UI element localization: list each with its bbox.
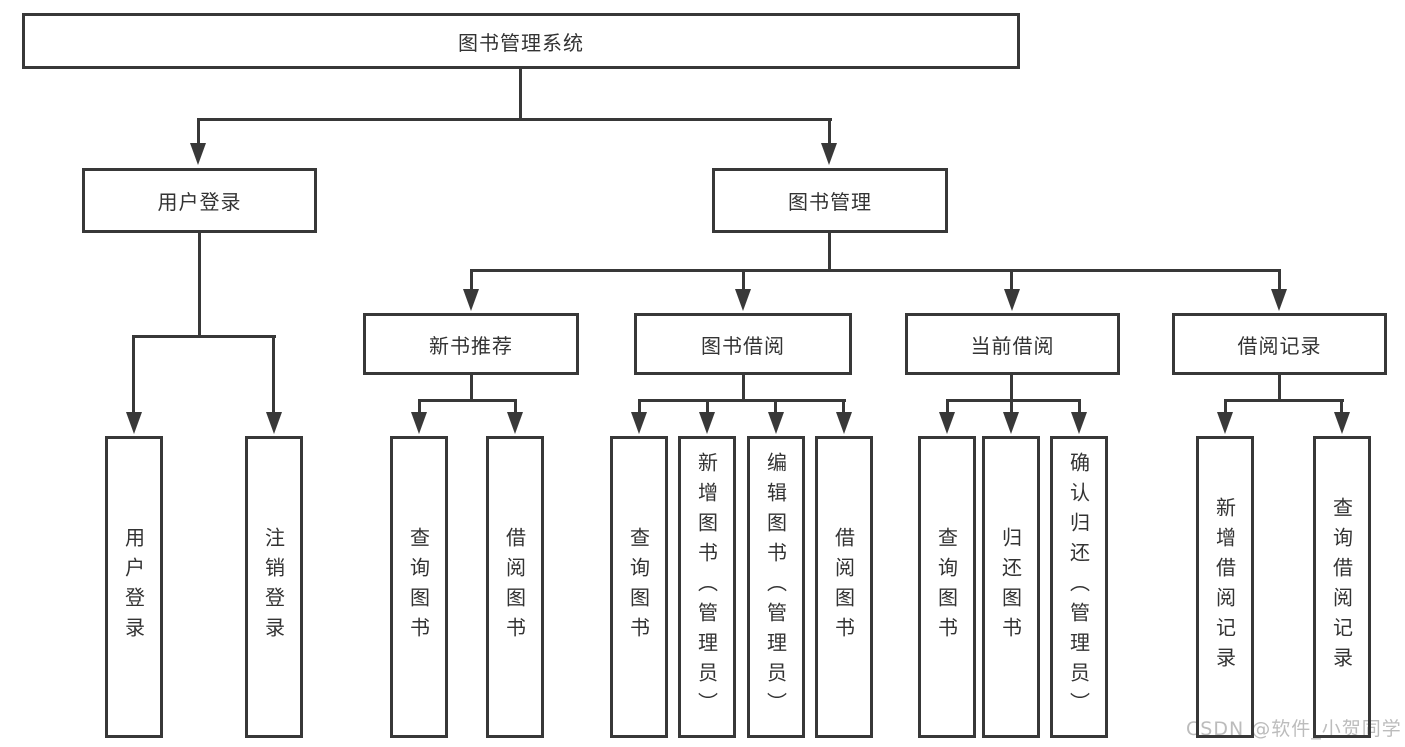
arrow-down-icon [411, 412, 427, 434]
connector-line [418, 399, 517, 402]
arrow-down-icon [1003, 412, 1019, 434]
arrow-down-icon [821, 143, 837, 165]
arrow-down-icon [768, 412, 784, 434]
leaf-add-borrow-record: 新增借阅记录 [1196, 436, 1254, 738]
connector-line [842, 399, 845, 413]
leaf-return-books: 归还图书 [982, 436, 1040, 738]
connector-line [272, 335, 275, 413]
node-library-system: 图书管理系统 [22, 13, 1020, 69]
connector-line [418, 399, 421, 413]
leaf-user-login: 用户登录 [105, 436, 163, 738]
leaf-query-books-recommend: 查询图书 [390, 436, 448, 738]
connector-line [198, 233, 201, 338]
connector-line [132, 335, 276, 338]
connector-line [828, 233, 831, 272]
arrow-down-icon [1004, 289, 1020, 311]
arrow-down-icon [699, 412, 715, 434]
arrow-down-icon [266, 412, 282, 434]
connector-line [946, 399, 1081, 402]
arrow-down-icon [1334, 412, 1350, 434]
arrow-down-icon [1071, 412, 1087, 434]
leaf-add-books-admin: 新增图书（管理员） [678, 436, 736, 738]
arrow-down-icon [1271, 289, 1287, 311]
connector-line [706, 399, 709, 413]
arrow-down-icon [1217, 412, 1233, 434]
node-current-borrowing: 当前借阅 [905, 313, 1120, 375]
connector-line [197, 118, 832, 121]
connector-line [1340, 399, 1343, 413]
connector-line [1278, 269, 1281, 291]
connector-line [1010, 269, 1013, 291]
connector-line [1010, 399, 1013, 413]
connector-line [946, 399, 949, 413]
node-book-borrowing: 图书借阅 [634, 313, 852, 375]
arrow-down-icon [735, 289, 751, 311]
leaf-logout: 注销登录 [245, 436, 303, 738]
node-borrowing-records: 借阅记录 [1172, 313, 1387, 375]
connector-line [742, 375, 745, 402]
leaf-query-books-borrowing: 查询图书 [610, 436, 668, 738]
leaf-borrow-books-recommend: 借阅图书 [486, 436, 544, 738]
connector-line [519, 68, 522, 120]
connector-line [470, 269, 473, 291]
connector-line [1224, 399, 1344, 402]
connector-line [1278, 375, 1281, 402]
connector-line [197, 118, 200, 145]
node-user-login: 用户登录 [82, 168, 317, 233]
connector-line [828, 118, 831, 145]
connector-line [742, 269, 745, 291]
connector-line [132, 335, 135, 413]
node-new-book-recommendation: 新书推荐 [363, 313, 579, 375]
connector-line [1078, 399, 1081, 413]
connector-line [514, 399, 517, 413]
watermark: CSDN @软件_小贺同学 [1186, 718, 1402, 740]
arrow-down-icon [631, 412, 647, 434]
arrow-down-icon [939, 412, 955, 434]
arrow-down-icon [190, 143, 206, 165]
leaf-borrow-books-borrowing: 借阅图书 [815, 436, 873, 738]
connector-line [774, 399, 777, 413]
arrow-down-icon [126, 412, 142, 434]
node-book-management: 图书管理 [712, 168, 948, 233]
connector-line [638, 399, 641, 413]
arrow-down-icon [507, 412, 523, 434]
connector-line [470, 375, 473, 402]
leaf-query-books-current: 查询图书 [918, 436, 976, 738]
connector-line [1224, 399, 1227, 413]
arrow-down-icon [836, 412, 852, 434]
leaf-confirm-return-admin: 确认归还（管理员） [1050, 436, 1108, 738]
leaf-edit-books-admin: 编辑图书（管理员） [747, 436, 805, 738]
connector-line [470, 269, 1281, 272]
connector-line [638, 399, 846, 402]
leaf-query-borrow-record: 查询借阅记录 [1313, 436, 1371, 738]
connector-line [1010, 375, 1013, 402]
arrow-down-icon [463, 289, 479, 311]
